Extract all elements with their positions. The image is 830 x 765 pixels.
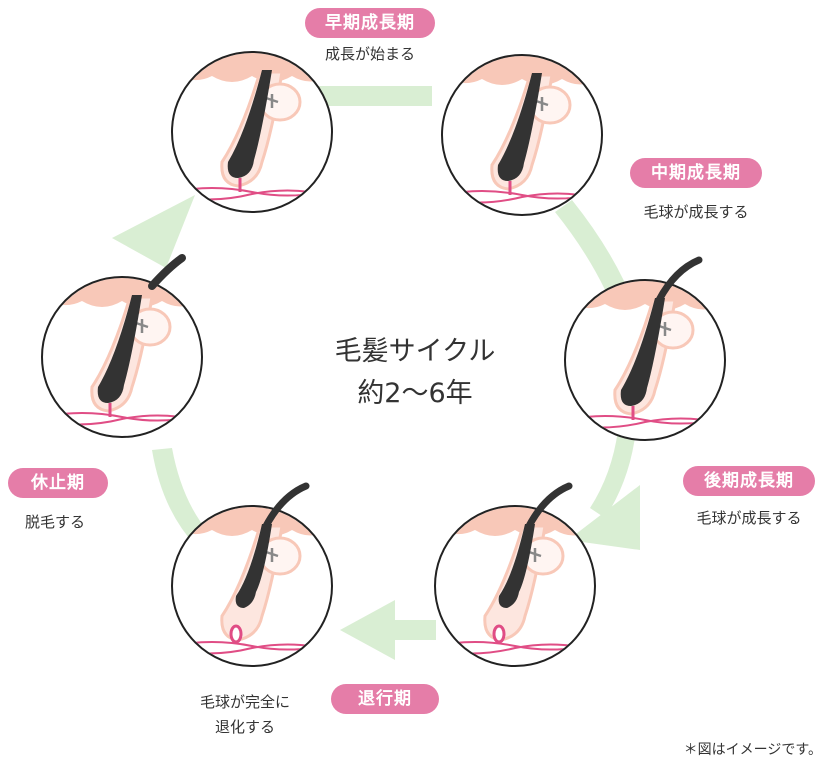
stage-label-telogen: 休止期 — [8, 468, 108, 498]
stage-desc-telogen: 脱毛する — [24, 513, 85, 531]
arrow-late-to-catagen-shaft — [590, 430, 636, 518]
hair-shaft — [525, 482, 573, 530]
hair-bulb — [97, 295, 142, 403]
follicle-early-anagen — [171, 51, 333, 213]
follicle-catagen — [434, 482, 596, 667]
arrector-muscle — [265, 548, 279, 562]
circle-outline — [434, 505, 596, 667]
stage-label-catagen: 退行期 — [331, 684, 439, 714]
hair-shaft — [655, 256, 703, 304]
hair-bulb — [497, 73, 542, 181]
stage-label-mid-anagen: 中期成長期 — [630, 158, 762, 188]
hair-bulb — [620, 298, 665, 406]
cycle-duration: 約2〜6年 — [357, 378, 473, 409]
shed-hair — [148, 254, 186, 290]
arrector-muscle — [535, 97, 549, 111]
circle-outline — [441, 54, 603, 216]
cycle-title: 毛髪サイクル — [334, 336, 496, 367]
hair-shaft — [262, 482, 310, 530]
stage-desc-late-anagen: 毛球が成長する — [696, 509, 802, 527]
circle-outline — [564, 279, 726, 441]
hair-bulb — [227, 70, 272, 178]
stage-label-late-anagen: 後期成長期 — [683, 466, 815, 496]
image-note: ＊図はイメージです。 — [683, 742, 822, 758]
follicle-telogen-exit — [171, 482, 333, 667]
arrector-muscle — [265, 94, 279, 108]
follicle-late-anagen — [564, 256, 726, 441]
circle-outline — [41, 276, 203, 438]
arrowhead-late-to-catagen — [568, 485, 640, 550]
stage-label-early-anagen: 早期成長期 — [305, 8, 435, 38]
arrow-early-to-mid — [318, 86, 432, 106]
arrector-muscle — [528, 548, 542, 562]
stage-desc-catagen-line2: 退化する — [214, 718, 275, 736]
dermal-papilla-detached — [229, 624, 243, 644]
hair-club — [235, 524, 272, 608]
dermal-papilla-detached — [492, 624, 506, 644]
hair-club — [498, 524, 535, 608]
stage-desc-mid-anagen: 毛球が成長する — [643, 203, 749, 221]
arrector-muscle — [658, 322, 672, 336]
arrowhead-telogen-to-early — [112, 195, 195, 268]
arrowhead-catagen-to-telogen — [340, 600, 395, 660]
arrow-telogen-to-early-shaft — [152, 448, 210, 546]
circle-outline — [171, 505, 333, 667]
circle-outline — [171, 51, 333, 213]
stage-desc-early-anagen: 成長が始まる — [324, 45, 415, 63]
follicle-mid-anagen — [441, 54, 603, 216]
arrector-muscle — [135, 319, 149, 333]
stage-desc-catagen-line1: 毛球が完全に — [199, 693, 290, 711]
